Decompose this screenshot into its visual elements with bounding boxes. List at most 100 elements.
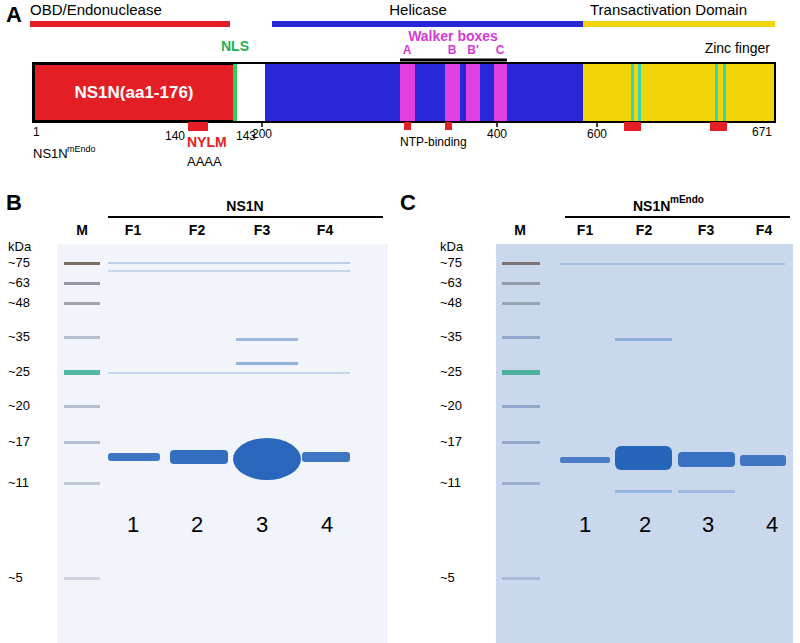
lane-label: M — [514, 222, 526, 238]
protein-bands — [108, 262, 350, 480]
walker-box — [466, 63, 480, 122]
box-letter: A — [403, 44, 412, 58]
lane-label: F1 — [577, 222, 593, 238]
tick-mark — [596, 122, 598, 127]
lane-number: 2 — [639, 512, 651, 537]
panel-letter: A — [6, 2, 22, 27]
feature-name: Zinc finger — [705, 40, 770, 56]
motif-mark — [710, 122, 727, 131]
lane-label: F4 — [317, 222, 333, 238]
marker-size: ~20 — [8, 399, 30, 414]
lane-bracket — [108, 216, 383, 218]
lane-label: F1 — [125, 222, 141, 238]
lane-label: F2 — [189, 222, 205, 238]
marker-size: ~25 — [440, 365, 462, 380]
marker-ladder — [502, 262, 540, 580]
marker-ladder — [64, 262, 100, 580]
lane-label: F3 — [254, 222, 270, 238]
marker-size: ~17 — [8, 435, 30, 450]
domain-bar — [30, 21, 230, 27]
marker-size: ~25 — [8, 365, 30, 380]
lane-number: 1 — [579, 512, 591, 537]
lane-label: F4 — [756, 222, 772, 238]
lane-label: F3 — [698, 222, 714, 238]
marker-size: ~20 — [440, 399, 462, 414]
gel-image — [57, 244, 388, 643]
construct-name: NS1N — [33, 147, 68, 162]
domain-name: Helicase — [389, 1, 447, 18]
tick-mark — [261, 122, 263, 127]
motif-mark — [624, 122, 641, 131]
box-letter: B' — [467, 44, 479, 58]
helicase-segment — [265, 63, 583, 122]
marker-size: ~5 — [8, 571, 23, 586]
marker-size: ~5 — [440, 571, 455, 586]
lane-label: M — [76, 222, 88, 238]
walker-box — [494, 63, 507, 122]
feature-name: NLS — [221, 38, 249, 54]
marker-size: ~75 — [8, 256, 30, 271]
zinc-finger-line — [631, 63, 634, 122]
lane-number: 1 — [127, 512, 139, 537]
marker-size: ~63 — [440, 276, 462, 291]
construct-name: NS1N — [633, 198, 670, 214]
walker-bracket — [400, 59, 507, 62]
zinc-finger-line — [723, 63, 726, 122]
marker-size: ~35 — [8, 330, 30, 345]
residue-number: 200 — [252, 128, 272, 142]
lane-number: 2 — [191, 512, 203, 537]
feature-name: Walker boxes — [408, 28, 498, 44]
protein-outline — [33, 63, 775, 122]
walker-box — [400, 63, 415, 122]
transactivation-segment — [583, 63, 775, 122]
panel-letter: C — [400, 190, 416, 215]
residue-number: 1 — [33, 126, 40, 140]
marker-size: ~11 — [440, 476, 461, 491]
marker-size: ~75 — [440, 256, 462, 271]
residue-number: 400 — [487, 128, 507, 142]
motif-mark — [188, 122, 208, 131]
nls-line — [233, 63, 237, 122]
lane-number: 3 — [256, 512, 268, 537]
box-letter: B — [448, 44, 457, 58]
lane-bracket — [565, 216, 790, 218]
motif-name: NYLM — [187, 134, 227, 150]
lane-number: 4 — [766, 512, 778, 537]
residue-number: 671 — [752, 126, 772, 140]
motif-mark — [445, 122, 452, 130]
residue-number: 600 — [587, 128, 607, 142]
panel-letter: B — [6, 190, 22, 215]
zinc-finger-line — [715, 63, 718, 122]
construct-name: NS1N — [226, 198, 263, 214]
lane-number: 4 — [321, 512, 333, 537]
box-letter: C — [496, 44, 505, 58]
lane-label: F2 — [636, 222, 652, 238]
motif-name: NTP-binding — [400, 136, 467, 150]
domain-bar — [583, 21, 775, 27]
axis-unit: kDa — [8, 240, 31, 255]
marker-size: ~35 — [440, 330, 462, 345]
marker-size: ~48 — [440, 296, 462, 311]
segment-label: NS1N(aa1-176) — [74, 83, 193, 103]
protein-bands — [560, 263, 786, 493]
walker-box — [445, 63, 460, 122]
residue-number: 140 — [165, 130, 185, 144]
motif-mark — [404, 122, 411, 130]
axis-unit: kDa — [440, 240, 463, 255]
lane-number: 3 — [702, 512, 714, 537]
domain-name: Transactivation Domain — [590, 1, 747, 18]
linker-segment — [233, 63, 265, 122]
marker-size: ~48 — [8, 296, 30, 311]
construct-superscript: mEndo — [670, 194, 704, 206]
marker-size: ~17 — [440, 435, 462, 450]
domain-bar — [272, 21, 583, 27]
mutation-name: AAAA — [187, 155, 222, 170]
domain-name: OBD/Endonuclease — [30, 1, 162, 18]
marker-size: ~63 — [8, 276, 30, 291]
marker-size: ~11 — [8, 476, 29, 491]
gel-image — [496, 244, 793, 643]
domain-segment: NS1N(aa1-176) — [33, 63, 233, 122]
zinc-finger-line — [638, 63, 641, 122]
tick-mark — [496, 122, 498, 127]
